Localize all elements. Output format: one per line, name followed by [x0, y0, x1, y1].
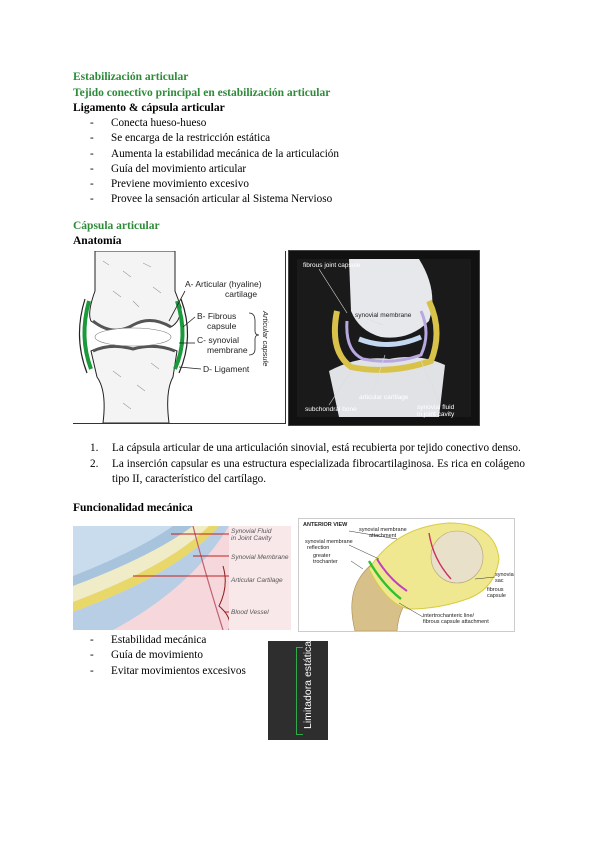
- label-fibrous: B- Fibrous: [197, 311, 236, 321]
- section-title-estabilizacion: Estabilización articular: [73, 71, 189, 83]
- label-capsule: capsule: [207, 321, 237, 331]
- list-item: Previene movimiento excesivo: [73, 177, 339, 193]
- section-heading-anatomia: Anatomía: [73, 235, 122, 247]
- label-articular-cartilage-3d: articular cartilage: [359, 394, 409, 401]
- label-anterior-view: ANTERIOR VIEW: [303, 522, 348, 528]
- hip-anterior-view-image: ANTERIOR VIEW synovial membrane attachme…: [298, 518, 515, 632]
- label-intertrochanteric-1: intertrochanteric line/: [423, 613, 475, 619]
- label-blood-vessel: Blood Vessel: [231, 609, 269, 616]
- ligament-bullet-list: Conecta hueso-hueso Se encarga de la res…: [73, 116, 339, 208]
- list-item: Conecta hueso-hueso: [73, 116, 339, 132]
- section-heading-ligamento: Ligamento & cápsula articular: [73, 102, 225, 114]
- label-sm-reflection-2: reflection: [307, 545, 329, 551]
- label-intertrochanteric-2: fibrous capsule attachment: [423, 619, 489, 625]
- section-heading-funcionalidad: Funcionalidad mecánica: [73, 502, 193, 514]
- label-synovial-membrane-2: Synovial Membrane: [231, 554, 289, 561]
- mechanical-bullet-list: Estabilidad mecánica Guía de movimiento …: [73, 633, 246, 679]
- label-synovial-membrane: synovial membrane: [355, 312, 412, 319]
- label-trochanter: trochanter: [313, 559, 338, 565]
- label-subchondral-bone: subchondral bone: [305, 406, 357, 413]
- list-item: Se encarga de la restricción estática: [73, 131, 339, 147]
- label-fibrous-capsule-1: fibrous: [487, 587, 504, 593]
- label-articular-capsule: Articular capsule: [261, 310, 270, 366]
- label-sm-attachment-1: synovial membrane: [359, 527, 407, 533]
- section-title-capsula: Cápsula articular: [73, 220, 160, 232]
- label-ligament: D- Ligament: [203, 364, 250, 374]
- label-in-joint-cavity-2: in Joint Cavity: [231, 535, 272, 542]
- label-synovial-fluid: synovial fluid: [417, 404, 455, 411]
- box-bracket: [296, 647, 303, 735]
- label-greater: greater: [313, 553, 331, 559]
- label-fibrous-joint-capsule: fibrous joint capsule: [303, 262, 361, 269]
- static-limiter-box: Limitadora estática: [268, 641, 328, 740]
- joint-capsule-3d-image: fibrous joint capsule synovial membrane …: [288, 250, 480, 426]
- label-articular-cartilage: A- Articular (hyaline): [185, 279, 262, 289]
- capsule-numbered-list: 1.La cápsula articular de una articulaci…: [90, 441, 525, 488]
- label-synovial-sac-2: sac: [495, 578, 504, 584]
- list-item: Evitar movimientos excesivos: [73, 664, 246, 680]
- list-item: Estabilidad mecánica: [73, 633, 246, 649]
- label-fibrous-capsule-2: capsule: [487, 593, 506, 599]
- list-item: Provee la sensación articular al Sistema…: [73, 192, 339, 208]
- list-item: Guía de movimiento: [73, 648, 246, 664]
- label-sm-attachment-2: attachment: [369, 533, 397, 539]
- label-articular-cartilage-2: Articular Cartilage: [230, 577, 283, 584]
- joint-capsule-diagram: A- Articular (hyaline) cartilage B- Fibr…: [73, 250, 286, 424]
- label-synovial: C- synovial: [197, 335, 239, 345]
- list-item: 1.La cápsula articular de una articulaci…: [90, 442, 521, 454]
- label-cartilage: cartilage: [225, 289, 257, 299]
- synovial-cross-section-image: Synovial Fluid in Joint Cavity Synovial …: [73, 525, 291, 631]
- static-limiter-label: Limitadora estática: [302, 640, 314, 729]
- list-item: 2.La inserción capsular es una estructur…: [90, 457, 525, 486]
- label-synovial-sac-1: synovial: [495, 572, 514, 578]
- label-in-joint-cavity: in joint cavity: [417, 411, 455, 418]
- label-sm-reflection-1: synovial membrane: [305, 539, 353, 545]
- list-item: Guía del movimiento articular: [73, 162, 339, 178]
- label-membrane: membrane: [207, 345, 248, 355]
- section-subtitle: Tejido conectivo principal en estabiliza…: [73, 87, 331, 99]
- label-synovial-fluid-cavity: Synovial Fluid: [231, 528, 272, 535]
- list-item: Aumenta la estabilidad mecánica de la ar…: [73, 147, 339, 163]
